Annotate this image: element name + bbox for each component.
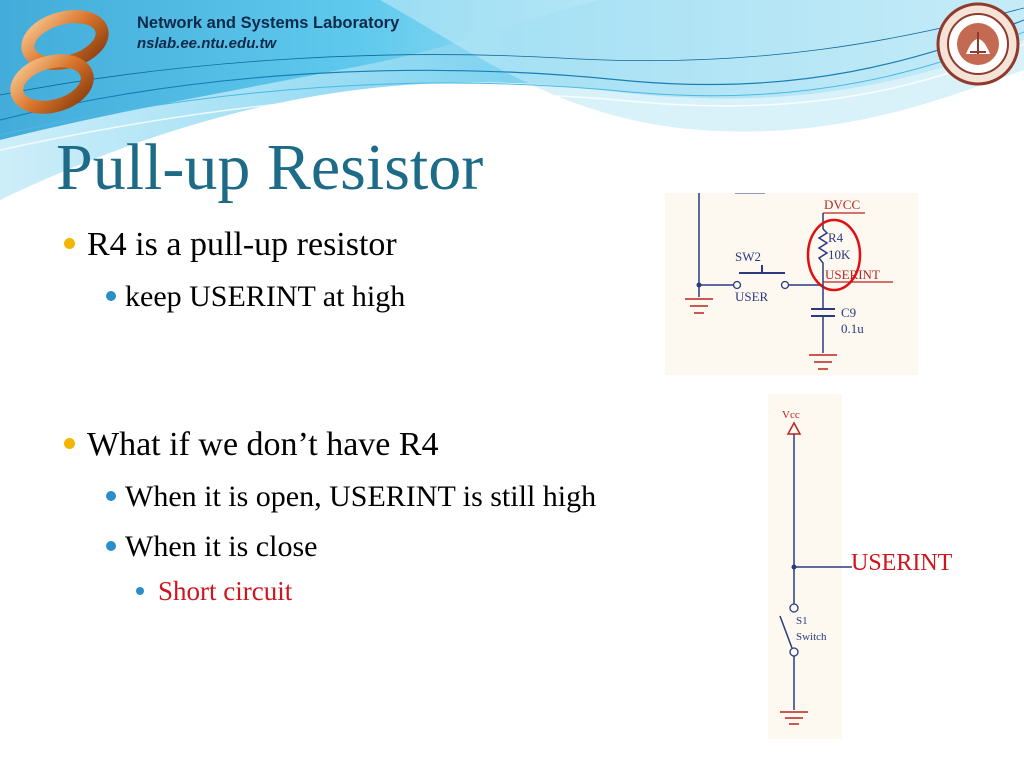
bullet-text: When it is open, USERINT is still high (125, 480, 597, 513)
bullet-dot-icon (106, 491, 116, 502)
bullet-level1: R4 is a pull-up resistor (64, 226, 397, 264)
bullet-level2: When it is open, USERINT is still high (106, 480, 596, 514)
r4-ref: R4 (828, 230, 844, 245)
bullet-level1: What if we don’t have R4 (64, 426, 439, 464)
s1-ref: S1 (796, 615, 808, 627)
infinity-loop-logo (10, 10, 109, 114)
bullet-level3: Short circuit (136, 576, 292, 607)
schematic-switch-circuit: Vcc S1 Switch (768, 394, 842, 739)
bullet-text: keep USERINT at high (125, 280, 406, 313)
bullet-level2: When it is close (106, 530, 317, 564)
bullet-dot-icon (136, 586, 144, 595)
university-seal (936, 2, 1020, 86)
c9-ref: C9 (841, 305, 856, 320)
schematic-pullup-circuit: SW2 USER DVCC R4 10K USERINT C9 0.1u (665, 193, 918, 375)
bullet-text: What if we don’t have R4 (87, 426, 439, 463)
bullet-text: When it is close (125, 530, 318, 563)
sw2-ref: SW2 (735, 249, 761, 264)
lab-name: Network and Systems Laboratory (137, 14, 400, 32)
bullet-dot-icon (64, 237, 75, 249)
switch-user-label: USER (735, 289, 769, 304)
lab-url: nslab.ee.ntu.edu.tw (137, 35, 277, 52)
bullet-text: R4 is a pull-up resistor (87, 226, 397, 263)
userint-wire (842, 566, 852, 568)
switch-label: Switch (796, 631, 827, 643)
bullet-dot-icon (64, 437, 75, 449)
vcc-label: Vcc (782, 409, 800, 421)
slide-title: Pull-up Resistor (56, 131, 484, 204)
userint-label: USERINT (851, 550, 953, 576)
bullet-dot-icon (106, 541, 116, 552)
userint-net-label: USERINT (825, 267, 880, 282)
header-wave-background (0, 0, 1024, 200)
bullet-level2: keep USERINT at high (106, 280, 405, 314)
bullet-dot-icon (106, 291, 116, 302)
bullet-text: Short circuit (158, 576, 293, 606)
dvcc-net-label: DVCC (824, 197, 860, 212)
c9-value: 0.1u (841, 321, 864, 336)
r4-value: 10K (828, 247, 851, 262)
